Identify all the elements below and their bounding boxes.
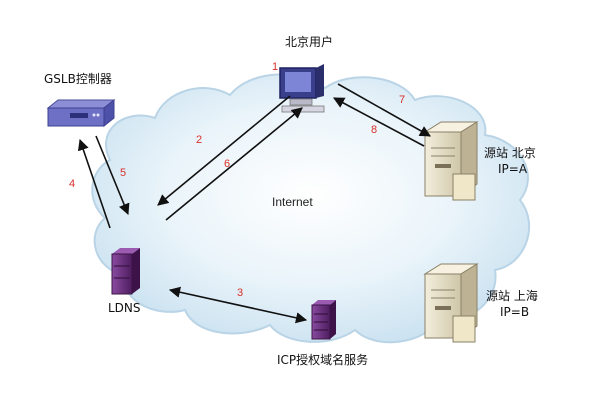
arrow-step-6: [165, 107, 303, 221]
origin-sh-label: 源站 上海: [486, 288, 538, 303]
arrow-step-8: [333, 97, 425, 147]
arrow-step-2: [157, 95, 291, 206]
ldns-label: LDNS: [108, 301, 141, 315]
gslb-label: GSLB控制器: [44, 72, 112, 86]
user-label: 北京用户: [285, 34, 333, 49]
step-5-label: 5: [120, 167, 126, 179]
icp-dns-server-icon: [311, 300, 336, 340]
origin-sh-ip: IP=B: [500, 305, 529, 319]
gslb-controller-icon: [46, 98, 116, 128]
arrow-step-5: [95, 135, 130, 216]
step-6-label: 6: [224, 158, 230, 170]
step-numbers: 1 2 3 4 5 6 7 8: [69, 61, 405, 299]
flow-arrows: [77, 83, 431, 324]
icp-label: ICP授权域名服务: [277, 352, 368, 367]
step-2-label: 2: [196, 134, 202, 146]
step-8-label: 8: [371, 124, 377, 136]
internet-cloud: [91, 73, 530, 344]
arrow-step-3: [168, 286, 308, 324]
ldns-server-icon: [111, 248, 140, 295]
origin-server-icon: [423, 263, 479, 343]
origin-bj-label: 源站 北京: [484, 146, 536, 160]
step-7-label: 7: [399, 94, 405, 106]
internet-label: Internet: [272, 195, 313, 209]
origin-server-icon: [423, 121, 479, 201]
step-1-label: 1: [272, 61, 278, 73]
user-computer-icon: [279, 64, 325, 113]
origin-bj-ip: IP=A: [498, 162, 528, 176]
step-4-label: 4: [69, 178, 75, 190]
step-3-label: 3: [237, 287, 243, 299]
arrow-step-7: [337, 83, 431, 137]
arrow-step-4: [77, 138, 111, 229]
